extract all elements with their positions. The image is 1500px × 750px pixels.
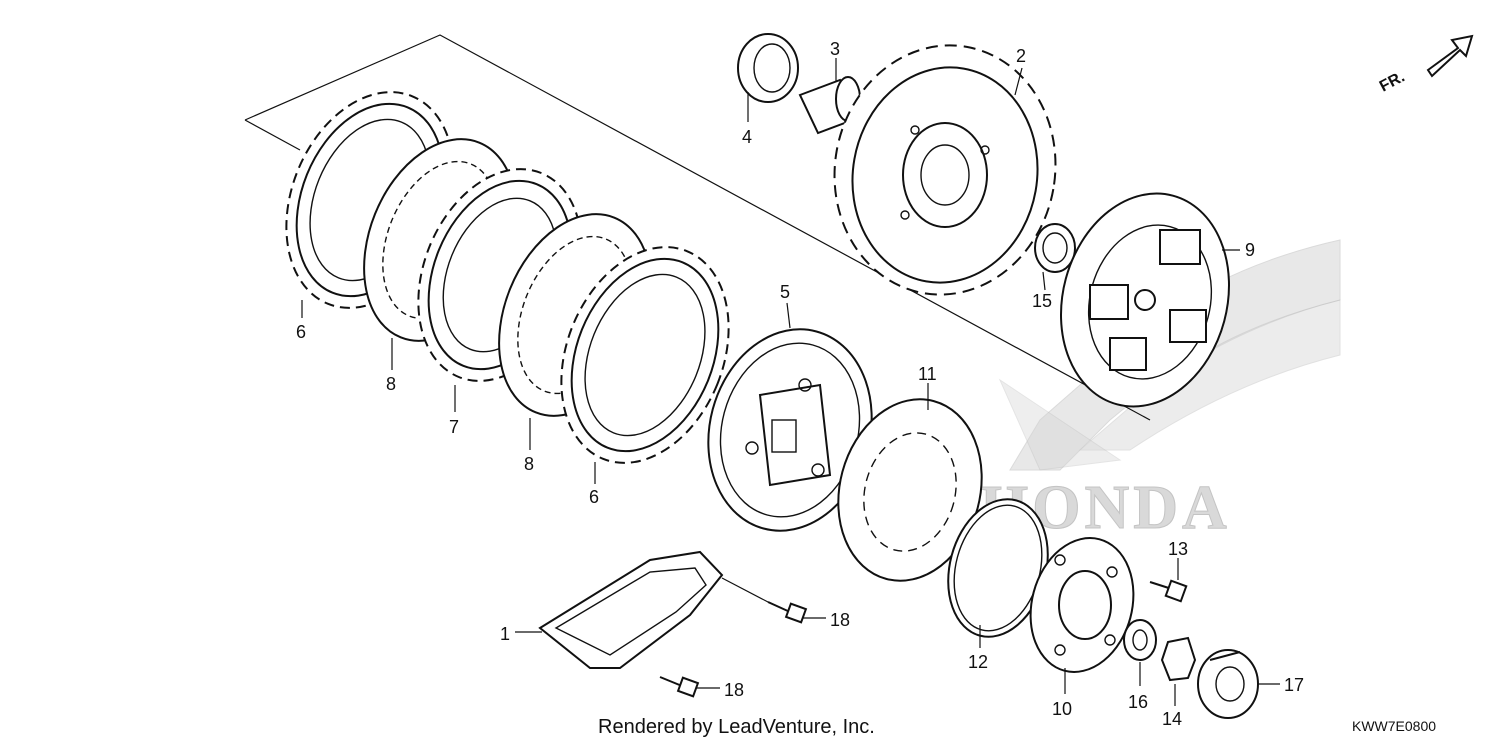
callout-13: 13	[1168, 539, 1188, 559]
washer-16	[1123, 619, 1157, 661]
collar-4	[737, 33, 799, 103]
lifter-14	[1160, 636, 1197, 682]
callout-1: 1	[500, 624, 510, 644]
render-credit: Rendered by LeadVenture, Inc.	[598, 716, 875, 738]
friction-disc-6-right	[560, 246, 730, 464]
plate-11	[837, 398, 983, 582]
callout-15: 15	[1032, 291, 1052, 311]
cover-10	[1029, 537, 1135, 673]
bolt-18-upper	[767, 601, 808, 624]
pressure-plate-5	[707, 328, 873, 532]
callout-4: 4	[742, 127, 752, 147]
callout-17: 17	[1284, 675, 1304, 695]
callout-9: 9	[1245, 240, 1255, 260]
bolt-18-lower	[659, 676, 700, 698]
cover-1	[538, 550, 724, 669]
callout-18-upper: 18	[830, 610, 850, 630]
callout-16: 16	[1128, 692, 1148, 712]
callout-8-left: 8	[386, 374, 396, 394]
diagram-code: KWW7E0800	[1352, 718, 1436, 734]
front-direction-label: FR.	[1377, 68, 1408, 95]
callout-18-lower: 18	[724, 680, 744, 700]
clutch-outer-2	[833, 44, 1057, 296]
leader-lines	[301, 58, 1280, 706]
callout-2: 2	[1016, 46, 1026, 66]
callout-6-left: 6	[296, 322, 306, 342]
callout-3: 3	[830, 39, 840, 59]
callout-10: 10	[1052, 699, 1072, 719]
callout-5: 5	[780, 282, 790, 302]
clutch-center-9	[1060, 192, 1230, 408]
callout-6-right: 6	[589, 487, 599, 507]
callout-12: 12	[968, 652, 988, 672]
callout-14: 14	[1162, 709, 1182, 729]
callout-8-right: 8	[524, 454, 534, 474]
callout-11: 11	[918, 364, 937, 384]
washer-15	[1034, 223, 1076, 273]
front-direction-arrow-icon	[1426, 34, 1474, 78]
bearing-17	[1197, 649, 1259, 719]
bolt-13	[1149, 579, 1188, 603]
callout-7: 7	[449, 417, 459, 437]
